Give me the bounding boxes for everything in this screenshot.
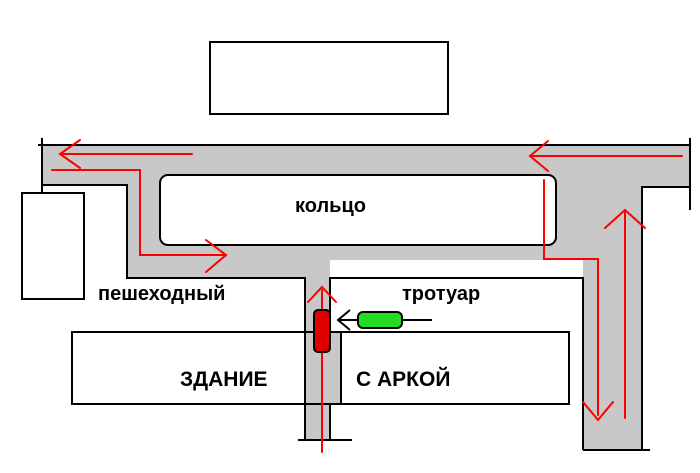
ring-label: кольцо <box>295 195 366 217</box>
ring-island <box>159 174 557 246</box>
route-arrow-top-right-head <box>528 140 549 172</box>
route-arrow-right-loop-head <box>582 401 614 422</box>
sidewalk-label: тротуар <box>402 283 481 305</box>
route-arrow-left-corner <box>51 169 227 256</box>
route-arrow-right-up-head <box>604 208 646 229</box>
building-label: ЗДАНИЕ <box>180 368 268 391</box>
pedestrian-label: пешеходный <box>98 283 226 305</box>
green-car-group <box>336 309 432 331</box>
top-building <box>209 41 449 115</box>
left-building <box>21 192 85 300</box>
route-arrow-top-left-head <box>58 139 81 169</box>
red-car <box>313 309 331 353</box>
route-arrow-center-up-head <box>307 285 337 303</box>
road-edge-far-right <box>641 186 690 450</box>
arch-label: С АРКОЙ <box>356 368 451 391</box>
green-car-arrow-head <box>336 309 351 331</box>
route-arrow-left-corner-head <box>205 239 228 273</box>
route-arrow-right-loop <box>543 179 599 416</box>
green-car <box>357 311 403 329</box>
